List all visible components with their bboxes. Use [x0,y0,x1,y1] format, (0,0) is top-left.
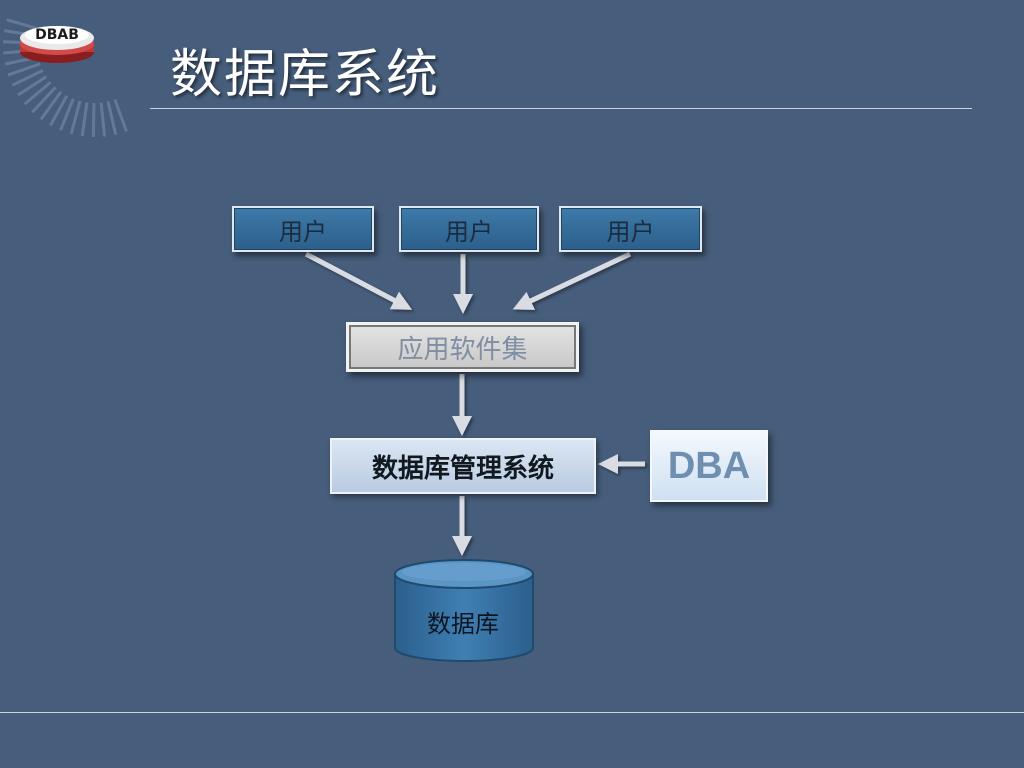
user-box-3: 用户 [559,206,702,252]
sunburst-ray [39,91,63,121]
sunburst-ray [80,102,89,137]
logo-text: DBAB [35,27,79,43]
sunburst-ray [17,75,48,97]
sunburst-ray [113,98,128,132]
dba-box: DBA [650,430,768,502]
logo: DBAB [18,22,96,66]
arrow-user1-to-app [304,251,413,310]
sunburst-ray [106,101,118,135]
user-box-2: 用户 [399,206,539,252]
sunburst-ray [31,86,57,114]
sunburst-ray [11,69,44,87]
database-cylinder-icon [394,559,534,662]
footer-divider [0,712,1024,713]
sunburst-ray [6,18,40,31]
sunburst-ray [7,62,41,77]
sunburst-ray [91,102,96,138]
sunburst-ray [49,95,69,127]
disk-logo-icon [20,26,94,63]
sunburst-ray [69,100,82,135]
page-title: 数据库系统 [170,45,441,105]
user-box-1: 用户 [232,206,374,252]
dbms-box: 数据库管理系统 [330,438,596,494]
title-divider [150,108,972,109]
sunburst-decoration [3,18,128,138]
arrow-user3-to-app [512,251,632,310]
application-software-box: 应用软件集 [346,322,579,372]
sunburst-ray [99,102,107,137]
database-label: 数据库 [427,610,499,638]
sunburst-ray [59,98,75,131]
sunburst-ray [23,81,52,106]
